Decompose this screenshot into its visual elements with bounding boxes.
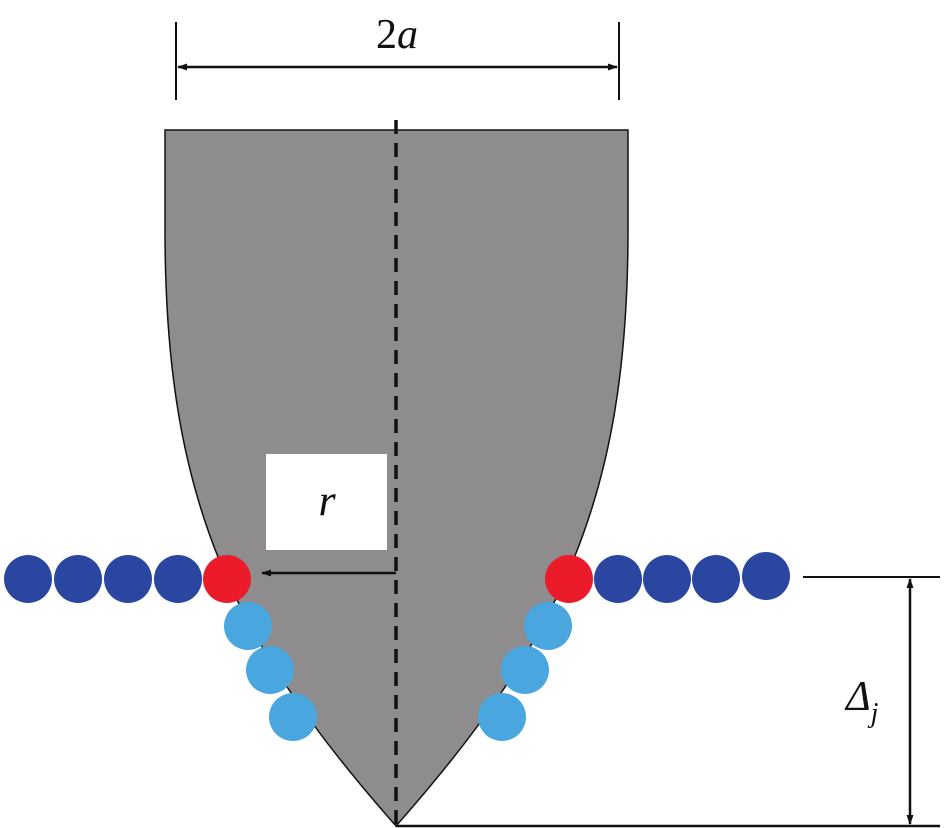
displaced-atom: [478, 693, 526, 741]
surface-atom: [643, 555, 691, 603]
displaced-atom: [224, 602, 272, 650]
surface-atom: [54, 555, 102, 603]
displaced-atom: [524, 602, 572, 650]
surface-atoms-left: [4, 555, 202, 603]
displaced-atoms-right: [478, 602, 572, 741]
surface-atom: [4, 555, 52, 603]
depth-dimension: Δj: [396, 576, 940, 828]
surface-atom: [594, 555, 642, 603]
radius-label: r: [318, 476, 336, 525]
surface-atom: [742, 552, 790, 600]
width-dimension: 2a: [175, 12, 620, 100]
surface-atoms-right: [594, 552, 790, 603]
displaced-atom: [246, 646, 294, 694]
surface-atom: [104, 555, 152, 603]
displaced-atoms-left: [224, 602, 317, 741]
displaced-atom: [269, 693, 317, 741]
contact-atom-right: [545, 555, 593, 603]
surface-atom: [692, 555, 740, 603]
depth-label: Δj: [844, 674, 879, 729]
surface-atom: [154, 555, 202, 603]
contact-atom-left: [203, 555, 251, 603]
displaced-atom: [501, 646, 549, 694]
radius-label-box: [266, 454, 387, 550]
width-label: 2a: [376, 12, 418, 58]
